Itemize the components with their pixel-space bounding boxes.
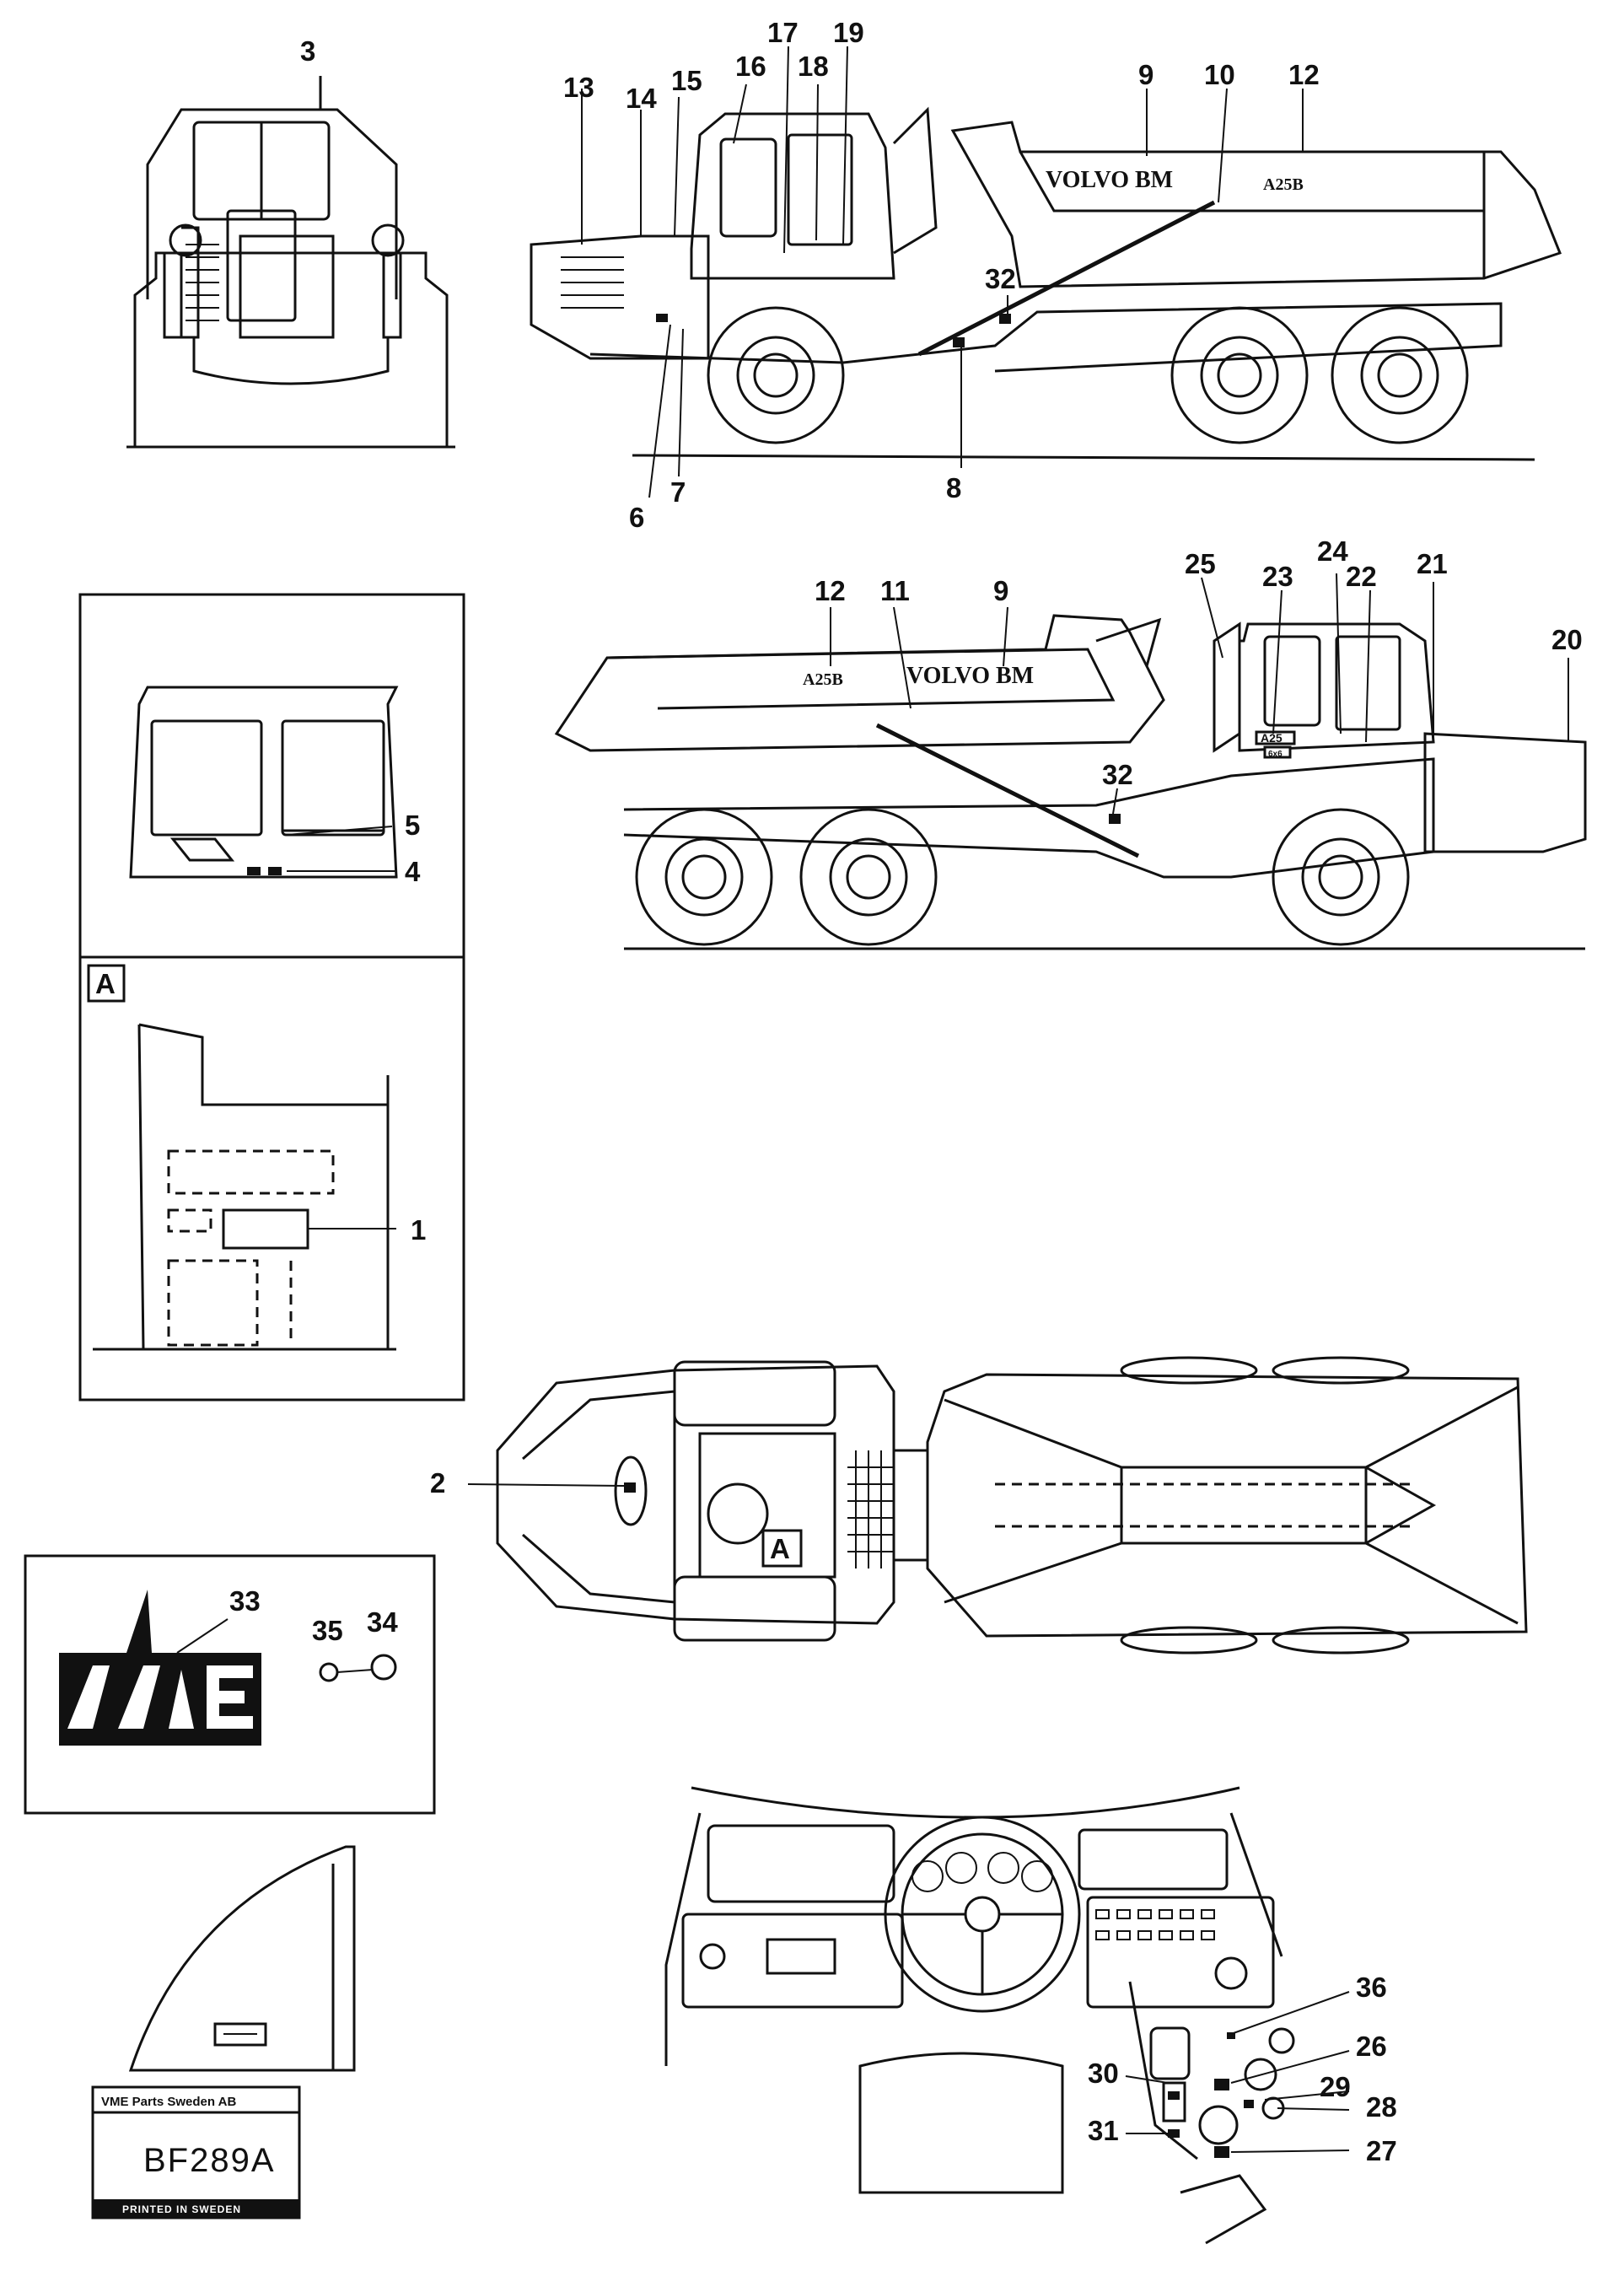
callout-36: 36 [1356,1972,1387,2003]
brand-marking: VOLVO BM [1046,167,1173,193]
callout-12b: 12 [815,575,846,606]
callout-26: 26 [1356,2031,1387,2062]
callout-18: 18 [798,51,829,82]
callout-7: 7 [670,476,686,508]
callout-31: 31 [1088,2115,1119,2146]
model-marking-2: A25B [803,670,843,689]
callout-29: 29 [1320,2071,1351,2102]
callout-12: 12 [1288,59,1320,90]
callout-4: 4 [405,856,421,887]
callout-32b: 32 [1102,759,1133,790]
callout-14: 14 [626,83,657,114]
callout-16: 16 [735,51,766,82]
callout-23: 23 [1262,561,1293,592]
leaders-side-view-right [830,573,1569,815]
leader-2 [467,1483,625,1487]
parts-stamp: VME Parts Sweden AB BF289A PRINTED IN SW… [91,2085,301,2220]
stamp-org: VME Parts Sweden AB [101,2095,236,2109]
callout-6: 6 [629,502,644,533]
callout-1: 1 [411,1214,426,1246]
callout-2: 2 [430,1467,445,1499]
door-decal [128,1845,356,2072]
callout-8: 8 [946,472,961,503]
callout-20: 20 [1551,624,1583,655]
detail-a-label: A [95,968,116,999]
callout-35: 35 [312,1615,343,1646]
callout-15: 15 [671,65,702,96]
callout-30: 30 [1088,2058,1119,2089]
callout-3: 3 [300,35,315,67]
brand-marking-2: VOLVO BM [906,663,1034,689]
callout-28: 28 [1366,2091,1397,2123]
callout-33: 33 [229,1585,261,1617]
callout-27: 27 [1366,2135,1397,2166]
callout-21: 21 [1417,548,1448,579]
callout-11: 11 [880,575,910,606]
vme-logo-mark [59,1590,261,1746]
leaders-side-view-left [581,46,1304,498]
stamp-code: BF289A [143,2142,276,2179]
cab-model-marking: A25 [1261,731,1283,745]
cab-detail-box [78,593,465,1402]
callout-13: 13 [563,72,594,103]
logo-box [24,1554,436,1815]
side-view-right: VOLVO BM A25B A25 6x6 [554,614,1587,950]
cab-plate-marking: 6x6 [1268,750,1283,759]
callout-34: 34 [367,1606,398,1638]
callout-10: 10 [1204,59,1235,90]
callout-5: 5 [405,810,420,841]
stamp-printed: PRINTED IN SWEDEN [122,2203,241,2215]
callout-22: 22 [1346,561,1377,592]
callout-9b: 9 [993,575,1008,606]
callout-17: 17 [767,17,799,48]
detail-a-ref: A [770,1533,790,1564]
top-view: A [496,1356,1528,1655]
front-view [126,76,455,449]
callout-25: 25 [1185,548,1216,579]
side-view-left: VOLVO BM A25B [530,106,1562,461]
model-marking: A25B [1263,175,1304,194]
dashboard-view [664,1786,1295,2245]
callout-9: 9 [1138,59,1153,90]
detail-a-box: A [87,964,396,1351]
callout-24: 24 [1317,535,1348,567]
callout-19: 19 [833,17,864,48]
leaders-dashboard [1125,1991,1350,2153]
callout-32: 32 [985,263,1016,294]
